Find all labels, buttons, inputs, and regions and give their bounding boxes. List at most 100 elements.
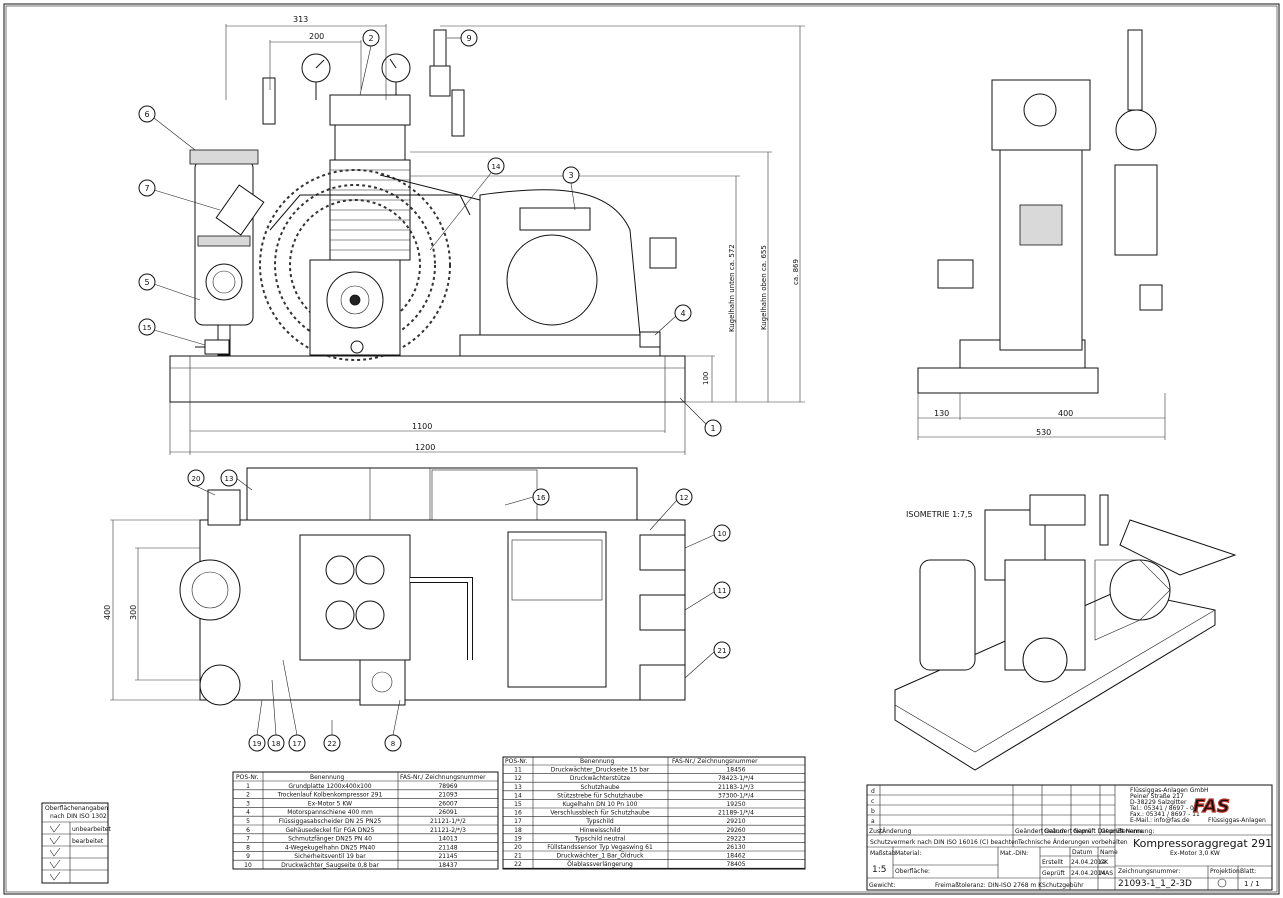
schutzvermerk: Schutzvermerk nach DIN ISO 16016 (C) bea… — [870, 839, 1019, 846]
parts-right-cell-pos: 18 — [514, 827, 522, 834]
parts-left-cell-nr: 21121-2/*/3 — [430, 827, 466, 834]
geprueft-name-label: Geprüft Name — [1101, 828, 1144, 835]
parts-right-cell-nr: 21183-1/*/3 — [718, 784, 754, 791]
dim-313: 313 — [293, 15, 308, 24]
parts-right-cell-pos: 15 — [514, 801, 522, 808]
fas-logo: FAS Flüssiggas-Anlagen — [1192, 795, 1266, 824]
parts-right-cell-nr: 29260 — [726, 827, 745, 834]
parts-right-cell-nr: 26130 — [726, 844, 745, 851]
zeichnungsnr-label: Zeichnungsnummer: — [1118, 868, 1180, 875]
parts-left-cell-nr: 21148 — [438, 844, 457, 851]
parts-right-cell-pos: 17 — [514, 818, 522, 825]
balloon-9-label: 9 — [466, 34, 471, 43]
parts-right-cell-nr: 18462 — [726, 853, 745, 860]
erstellt-datum: 24.04.2014 — [1071, 859, 1106, 866]
motor-rail — [459, 334, 661, 357]
top-guard — [246, 467, 638, 529]
side-safety-valve — [1127, 29, 1143, 111]
parts-right-cell-nr: 19250 — [726, 801, 745, 808]
balloon-6 — [138, 105, 156, 123]
parts-left-cell-name: Flüssiggasabscheider DN 25 PN25 — [279, 818, 382, 825]
motor-face — [506, 234, 598, 326]
parts-right-cell-name: Schutzhaube — [581, 784, 620, 791]
parts-left-cell-pos: 6 — [246, 827, 250, 834]
benennung-label: Benennung: — [1118, 828, 1154, 835]
balloon-15 — [138, 318, 156, 336]
balloon-1-label: 1 — [710, 424, 715, 433]
balloon-3 — [562, 166, 580, 184]
parts-left-cell-pos: 1 — [246, 783, 250, 790]
parts-left-cell-name: Schmutzfänger DN25 PN 40 — [288, 836, 372, 843]
balloon-19-label: 19 — [253, 740, 262, 748]
geprueft-datum: 24.04.2014 — [1071, 870, 1106, 877]
top-base-plate — [199, 519, 686, 701]
side-dim-130: 130 — [934, 409, 949, 418]
sheet-inner-border — [5, 5, 1278, 893]
blatt-value: 1 / 1 — [1244, 880, 1260, 888]
side-dim-400: 400 — [1058, 409, 1073, 418]
parts-right-cell-pos: 16 — [514, 810, 522, 817]
balloon-12-label: 12 — [680, 494, 689, 502]
balloon-5 — [138, 273, 156, 291]
parts-left-cell-nr: 21093 — [438, 792, 457, 799]
parts-left-cell-pos: 2 — [246, 792, 250, 799]
front-view: 313 200 ca. 869 Kugelhahn oben ca. 655 K… — [169, 15, 805, 455]
parts-left-cell-pos: 5 — [246, 818, 250, 825]
side-dim-530: 530 — [1036, 428, 1051, 437]
erstellt-label: Erstellt — [1042, 859, 1064, 866]
balloon-20-label: 20 — [192, 475, 201, 483]
guard-outline — [269, 194, 471, 231]
parts-left-cell-pos: 7 — [246, 836, 250, 843]
side-separator — [999, 149, 1083, 351]
strainer — [215, 184, 265, 236]
rev-a: a — [871, 818, 875, 825]
parts-left-cell-name: Grundplatte 1200x400x100 — [288, 783, 371, 790]
surface-bearbeitet: bearbeitet — [72, 838, 104, 845]
parts-right-header-nr: FAS-Nr./ Zeichnungsnummer — [672, 758, 758, 765]
balloon-22-label: 22 — [328, 740, 337, 748]
parts-left-cell-name: Sicherheitsventil 19 bar — [294, 853, 366, 860]
side-base-plate — [917, 367, 1099, 394]
projektion-label: Projektion — [1210, 868, 1240, 875]
parts-left-header-nr: FAS-Nr./ Zeichnungsnummer — [400, 774, 486, 781]
parts-list-left: POS-Nr. Benennung FAS-Nr./ Zeichnungsnum… — [232, 771, 499, 870]
parts-list-right: POS-Nr. Benennung FAS-Nr./ Zeichnungsnum… — [502, 756, 806, 870]
parts-right-cell-nr: 29223 — [726, 835, 745, 842]
parts-right-cell-name: Hinweisschild — [580, 827, 621, 834]
surface-title-1: Oberflächenangaben — [45, 805, 108, 812]
parts-right-cell-pos: 22 — [514, 861, 522, 868]
rev-b: b — [871, 808, 875, 815]
parts-left-cell-name: Motorspannschiene 400 mm — [287, 809, 373, 816]
parts-left-cell-pos: 4 — [246, 809, 250, 816]
parts-right-cell-name: Kugelhahn DN 10 Pn 100 — [563, 801, 638, 808]
parts-left-cell-name: Gehäusedeckel für FGA DN25 — [286, 827, 375, 834]
balloon-7-label: 7 — [144, 184, 149, 193]
dim-ca869: ca. 869 — [792, 259, 800, 285]
balloon-2-label: 2 — [368, 34, 373, 43]
parts-right-header-pos: POS-Nr. — [505, 758, 528, 765]
balloon-4-label: 4 — [680, 309, 685, 318]
drawing-title: Kompressoraggregat 291 — [1133, 837, 1272, 850]
iso-separator — [919, 559, 976, 671]
parts-left-cell-nr: 21121-1/*/2 — [430, 818, 466, 825]
massstab-value: 1:5 — [872, 865, 886, 875]
parts-left-cell-pos: 10 — [244, 862, 252, 869]
top-dim-300: 300 — [129, 605, 138, 620]
side-motor — [1114, 164, 1158, 256]
parts-right-cell-nr: 78405 — [726, 861, 745, 868]
balloon-3-label: 3 — [568, 171, 573, 180]
oberflaeche-label: Oberfläche: — [895, 868, 930, 875]
zeichnungsnr-value: 21093-1_1_2-3D — [1118, 879, 1192, 889]
parts-left-cell-nr: 21145 — [438, 853, 457, 860]
top-balloons: 20 13 16 12 10 11 21 19 18 17 22 8 — [187, 469, 731, 752]
parts-right-cell-name: Ölablassverlängerung — [567, 861, 633, 868]
parts-left-cell-pos: 8 — [246, 844, 250, 851]
parts-right-cell-name: Stützstrebe für Schutzhaube — [557, 792, 643, 799]
balloon-9 — [460, 29, 478, 47]
parts-right-cell-nr: 37300-1/*/4 — [718, 792, 754, 799]
balloon-15-label: 15 — [143, 324, 152, 332]
balloon-11-label: 11 — [718, 587, 727, 595]
parts-left-cell-nr: 14013 — [438, 836, 457, 843]
parts-right-cell-name: Typschild neutral — [574, 835, 626, 842]
balloon-16-label: 16 — [537, 494, 546, 502]
